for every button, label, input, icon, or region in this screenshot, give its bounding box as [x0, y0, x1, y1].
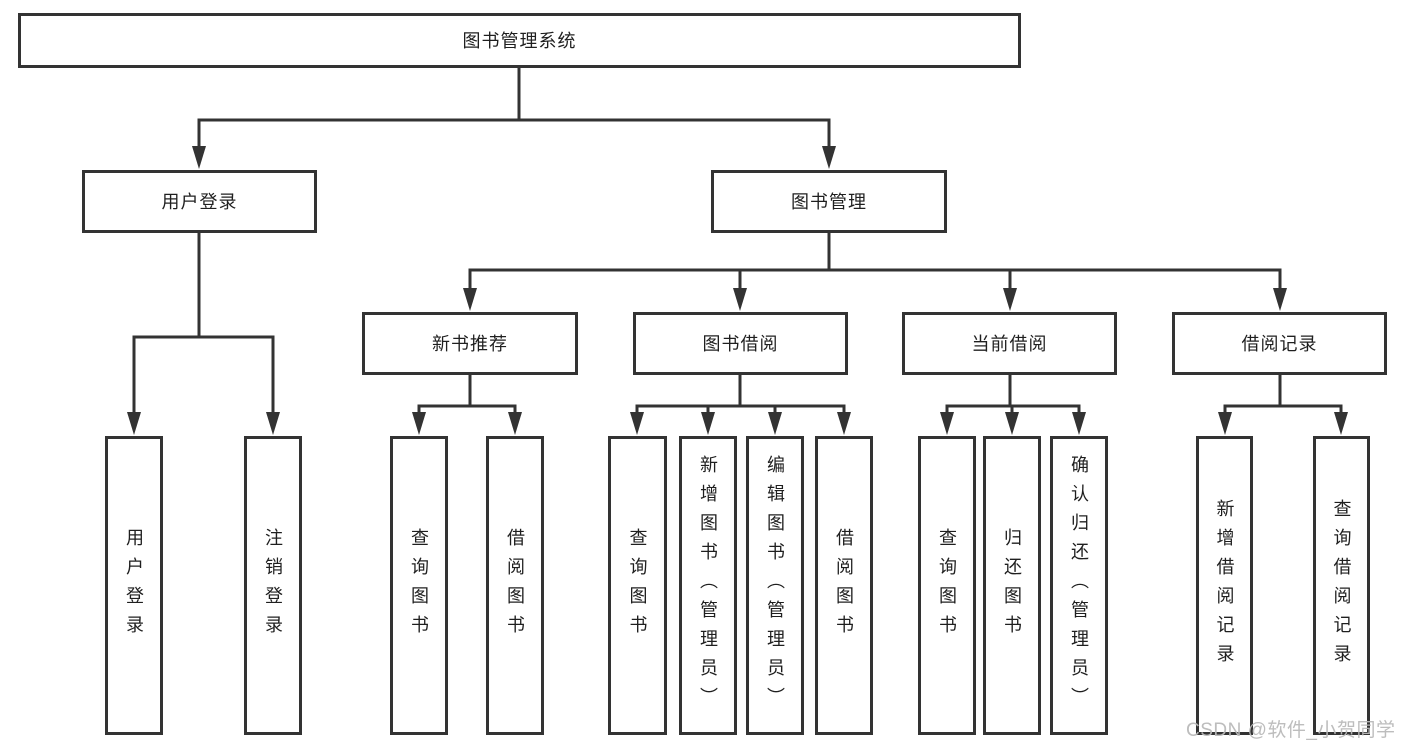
leaf-label: 用户登录	[124, 527, 144, 644]
leaf-label: 注销登录	[263, 527, 283, 644]
leaf-return-books: 归还图书	[983, 436, 1041, 735]
leaf-label: 确认归还（管理员）	[1069, 455, 1089, 716]
leaf-query-books-recommend: 查询图书	[390, 436, 448, 735]
node-new-book-recommend: 新书推荐	[362, 312, 578, 375]
node-book-borrow-label: 图书借阅	[702, 333, 779, 354]
leaf-label: 查询图书	[627, 527, 648, 644]
leaf-add-book-admin: 新增图书（管理员）	[679, 436, 737, 735]
node-user-login: 用户登录	[82, 170, 317, 233]
leaf-edit-book-admin: 编辑图书（管理员）	[746, 436, 804, 735]
node-book-borrow: 图书借阅	[633, 312, 848, 375]
leaf-logout-login: 注销登录	[244, 436, 302, 735]
node-book-management: 图书管理	[711, 170, 947, 233]
leaf-label: 编辑图书（管理员）	[765, 455, 785, 716]
node-current-borrow: 当前借阅	[902, 312, 1117, 375]
leaf-label: 查询借阅记录	[1331, 498, 1352, 673]
leaf-label: 借阅图书	[834, 527, 854, 644]
leaf-label: 查询图书	[937, 527, 957, 644]
leaf-label: 归还图书	[1002, 527, 1022, 644]
node-borrow-records: 借阅记录	[1172, 312, 1387, 375]
leaf-query-borrow-record: 查询借阅记录	[1313, 436, 1370, 735]
node-user-login-label: 用户登录	[161, 191, 238, 212]
arrowhead-group	[127, 146, 1348, 435]
leaf-user-login: 用户登录	[105, 436, 163, 735]
leaf-label: 新增图书（管理员）	[698, 455, 718, 716]
leaf-label: 借阅图书	[505, 527, 525, 644]
node-borrow-records-label: 借阅记录	[1241, 333, 1318, 354]
node-root-label: 图书管理系统	[462, 30, 577, 51]
leaf-query-books-current: 查询图书	[918, 436, 976, 735]
node-current-borrow-label: 当前借阅	[971, 333, 1048, 354]
node-new-book-recommend-label: 新书推荐	[432, 333, 508, 354]
leaf-add-borrow-record: 新增借阅记录	[1196, 436, 1253, 735]
leaf-borrow-books-recommend: 借阅图书	[486, 436, 544, 735]
leaf-label: 新增借阅记录	[1214, 498, 1235, 673]
leaf-borrow-books: 借阅图书	[815, 436, 873, 735]
node-root: 图书管理系统	[18, 13, 1021, 68]
watermark: CSDN @软件_小贺同学	[1186, 720, 1396, 741]
node-book-management-label: 图书管理	[791, 191, 867, 212]
leaf-query-books-borrow: 查询图书	[608, 436, 667, 735]
leaf-label: 查询图书	[409, 527, 429, 644]
leaf-confirm-return-admin: 确认归还（管理员）	[1050, 436, 1108, 735]
